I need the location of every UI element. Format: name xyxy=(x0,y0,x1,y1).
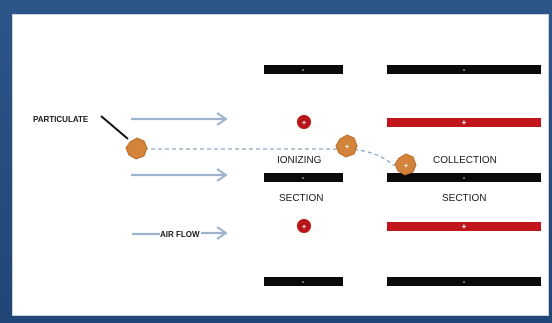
negative-plate-ionizing-middle xyxy=(264,173,343,182)
ionizing-section-label: SECTION xyxy=(279,193,323,204)
particulate-label: PARTICULATE xyxy=(33,115,89,124)
negative-sign-collection-top: - xyxy=(463,67,466,74)
diagram-panel: PARTICULATE AIR FLOW - + IONIZING - SECT… xyxy=(12,14,549,316)
negative-sign-collection-middle: - xyxy=(463,175,466,182)
particulate-pointer xyxy=(100,115,129,140)
collection-label: COLLECTION xyxy=(433,155,497,166)
particle-collected xyxy=(394,153,417,176)
particle-charged xyxy=(335,134,358,158)
positive-plate-collection-top xyxy=(387,118,541,127)
negative-sign-ionizing-bottom: - xyxy=(302,279,305,286)
negative-plate-collection-middle xyxy=(387,173,541,182)
ion-dot-bottom xyxy=(297,219,311,233)
positive-sign-collection-top: + xyxy=(462,118,467,127)
negative-plate-collection-bottom xyxy=(387,277,541,286)
particle-flow-path xyxy=(137,148,405,166)
negative-sign-collection-bottom: - xyxy=(463,279,466,286)
ion-dot-top xyxy=(297,115,311,129)
particle-charged-sign: + xyxy=(345,144,349,151)
negative-plate-collection-top xyxy=(387,65,541,74)
negative-plate-ionizing-bottom xyxy=(264,277,343,286)
ion-dot-top-sign: + xyxy=(302,120,306,127)
ion-dot-bottom-sign: + xyxy=(302,224,306,231)
particle-incoming xyxy=(125,137,148,160)
positive-sign-collection-bottom: + xyxy=(462,222,467,231)
negative-sign-ionizing-middle: - xyxy=(302,175,305,182)
negative-plate-ionizing-top xyxy=(264,65,343,74)
negative-sign-ionizing-top: - xyxy=(302,67,305,74)
particle-collected-sign: + xyxy=(404,163,408,170)
positive-plate-collection-bottom xyxy=(387,222,541,231)
electrostatic-precipitator-diagram: PARTICULATE AIR FLOW - + IONIZING - SECT… xyxy=(33,65,541,286)
ionizing-label: IONIZING xyxy=(277,155,322,166)
air-flow-label: AIR FLOW xyxy=(160,230,200,239)
collection-section-label: SECTION xyxy=(442,193,486,204)
